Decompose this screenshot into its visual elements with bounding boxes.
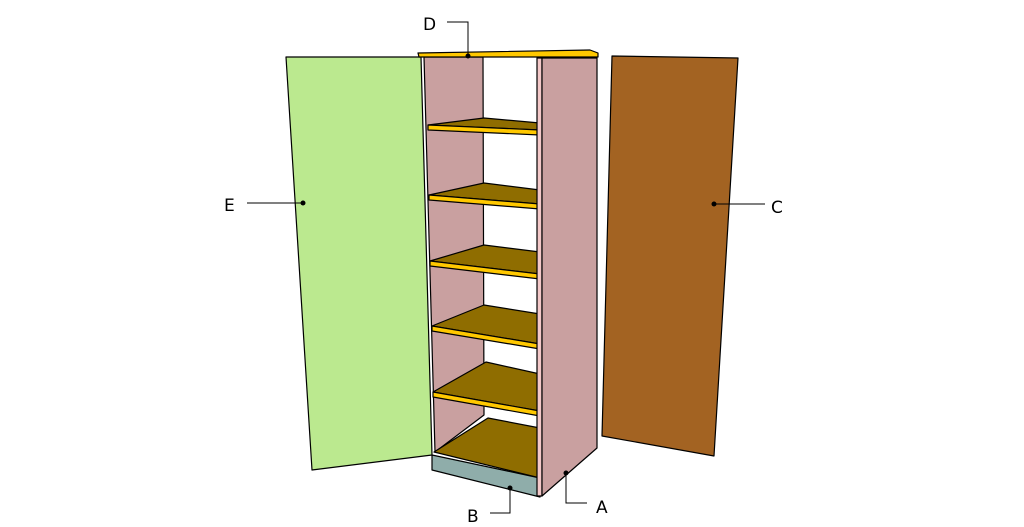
callout-b: B bbox=[467, 485, 513, 527]
callout-c: C bbox=[711, 198, 783, 218]
right-side-panel-edge bbox=[536, 57, 543, 497]
callout-a: A bbox=[563, 470, 608, 518]
label-b: B bbox=[467, 507, 479, 527]
base-b bbox=[431, 454, 541, 498]
right-door-c bbox=[601, 55, 739, 457]
right-side-panel-a bbox=[541, 57, 598, 497]
shelves bbox=[427, 117, 541, 479]
top-d bbox=[417, 49, 599, 58]
label-e: E bbox=[224, 196, 235, 216]
label-c: C bbox=[771, 198, 783, 218]
label-a: A bbox=[596, 498, 608, 518]
left-door-e bbox=[285, 56, 433, 471]
callout-e: E bbox=[224, 196, 306, 216]
label-d: D bbox=[423, 15, 436, 35]
callout-d: D bbox=[423, 15, 471, 59]
